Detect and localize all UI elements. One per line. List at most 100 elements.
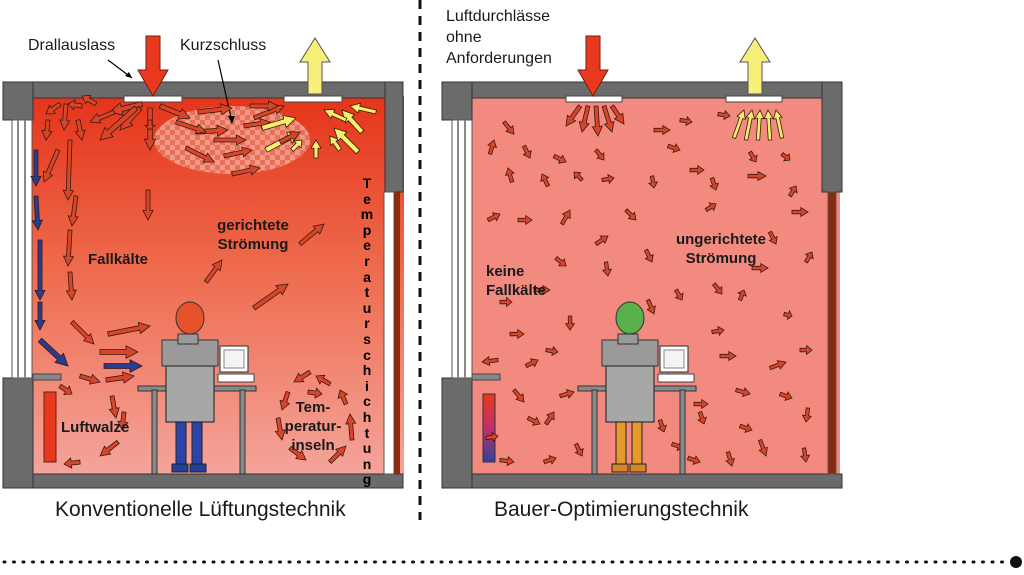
flow-arrow-right [486, 212, 501, 223]
flow-arrow-right [559, 209, 571, 226]
flow-arrow-right [601, 104, 615, 133]
label-gerichtete-line2: Strömung [217, 236, 289, 253]
label-gerichtete: gerichtete Strömung [208, 216, 298, 254]
left-wall-lower [2, 377, 34, 489]
flow-arrow-right [624, 208, 637, 221]
label-luftdurchlaesse: Luftdurchlässe ohne Anforderungen [446, 6, 552, 69]
flow-arrow-right [735, 387, 751, 398]
flow-arrow-right [594, 235, 609, 247]
flow-arrow-right [542, 454, 557, 465]
flow-arrow-right [485, 431, 499, 443]
flow-arrow-left [307, 387, 323, 399]
right-wall-panel [383, 191, 395, 475]
flow-arrow-left [81, 94, 98, 107]
flow-arrow-right [487, 139, 498, 155]
flow-arrow-left [349, 102, 377, 115]
flow-arrow-left [99, 105, 139, 141]
flow-arrow-right [801, 407, 812, 423]
flow-arrow-left [142, 189, 154, 221]
right-wall-panel-2 [827, 191, 837, 475]
exhaust-arrow-left [299, 37, 331, 95]
label-keine-line1: keine [486, 263, 525, 280]
flow-arrow-left [34, 301, 46, 331]
flow-arrow-right [737, 289, 747, 302]
label-luft-line2: ohne [446, 29, 482, 46]
flow-arrow-right [647, 175, 659, 189]
left-ceiling-wall [2, 81, 404, 99]
flow-arrow-left [99, 345, 139, 359]
label-ungerichtete-line1: ungerichtete [675, 231, 766, 248]
flow-arrow-right [657, 418, 668, 433]
flow-arrow-left [252, 104, 285, 121]
flow-arrow-left [223, 146, 253, 159]
flow-arrow-right [499, 456, 515, 467]
flow-arrow-right [783, 309, 793, 321]
flow-arrow-left [59, 103, 71, 131]
left-flow-arrows [30, 94, 377, 469]
flow-arrow-left [278, 131, 301, 145]
flow-arrow-right [799, 344, 813, 356]
flow-arrow-right [679, 115, 693, 127]
flow-arrow-right [545, 345, 559, 357]
flow-arrow-right [712, 282, 723, 295]
flow-arrow-right [757, 438, 768, 457]
flow-arrow-right [747, 150, 758, 163]
flow-arrow-right [747, 170, 767, 182]
caption-left: Konventionelle Lüftungstechnik [55, 498, 346, 521]
flow-arrow-right [767, 230, 778, 245]
flow-arrow-right [803, 251, 814, 264]
flow-arrow-right [731, 109, 746, 140]
flow-arrow-left [252, 283, 289, 311]
flow-arrow-right [673, 288, 684, 301]
flow-arrow-left [103, 359, 143, 373]
flow-arrow-left [345, 413, 357, 441]
right-floor-wall [441, 473, 843, 489]
flow-arrow-left [288, 445, 307, 461]
flow-arrow-left [108, 395, 120, 419]
flow-arrow-right [643, 248, 654, 263]
label-drallauslass: Drallauslass [28, 37, 116, 54]
label-luft-line1: Luftdurchlässe [446, 8, 551, 25]
right-flow-arrows [481, 104, 814, 467]
flow-arrow-right [653, 124, 671, 136]
label-ungerichtete-line2: Strömung [685, 250, 757, 267]
flow-arrow-left [328, 445, 347, 464]
flow-arrow-right [504, 167, 515, 183]
flow-arrow-right [743, 109, 756, 141]
flow-arrow-left [62, 229, 75, 267]
flow-arrow-right [554, 256, 567, 267]
flow-arrow-left [197, 103, 233, 116]
flow-arrow-right [772, 109, 785, 139]
flow-arrow-right [704, 202, 717, 213]
right-right-wall-upper [821, 81, 843, 193]
head-left [175, 301, 205, 335]
flow-arrow-right [602, 261, 613, 277]
flow-arrow-right [693, 398, 709, 410]
flow-arrow-right [791, 206, 809, 218]
flow-arrow-left [279, 390, 291, 411]
flow-arrow-left [67, 99, 83, 111]
label-keine-fallkaelte: keine Fallkälte [486, 262, 546, 300]
flow-arrow-left [260, 114, 297, 131]
flow-arrow-right [751, 262, 769, 274]
right-left-wall-upper [441, 81, 473, 121]
label-kurzschluss: Kurzschluss [180, 37, 267, 54]
label-temp-line3: inseln [291, 437, 335, 454]
left-room [2, 81, 404, 489]
flow-arrow-left [105, 371, 135, 384]
flow-arrow-left [333, 127, 361, 155]
flow-arrow-right [565, 104, 583, 127]
window-sill [32, 373, 62, 381]
flow-arrow-left [107, 321, 151, 337]
flow-arrow-right [601, 173, 615, 185]
flow-arrow-right [666, 143, 681, 154]
supply-arrow-left [137, 35, 169, 98]
label-luft-line3: Anforderungen [446, 50, 552, 67]
flow-arrow-left [293, 369, 312, 383]
flow-arrow-left [42, 148, 61, 183]
exhaust-outlet-left [283, 95, 343, 103]
flow-arrow-left [34, 239, 46, 301]
flow-arrow-right [540, 173, 551, 188]
